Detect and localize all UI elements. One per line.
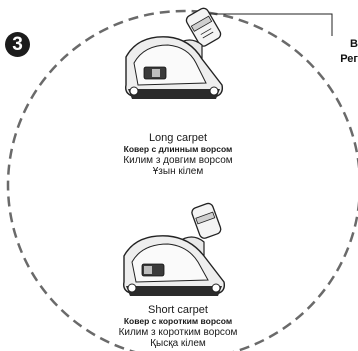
long-carpet-ru: Ковер с длинным ворсом [123,144,233,154]
short-carpet-en: Short carpet [148,304,208,316]
callout-label-line-2: Рег [340,53,358,65]
long-carpet-kz: Ұзын кілем [152,166,204,177]
short-carpet-ua: Килим з коротким ворсом [118,327,238,338]
short-carpet-ru: Ковер с коротким ворсом [123,316,233,326]
step-number-badge: 3 [5,32,30,57]
short-carpet-kz: Қысқа кілем [150,338,206,349]
vacuum-brush-icon [123,202,226,296]
long-carpet-en: Long carpet [148,132,208,144]
long-carpet-caption: Long carpet Ковер с длинным ворсом Килим… [95,132,261,178]
callout-label-line-1: В [350,38,358,50]
short-carpet-caption: Short carpet Ковер с коротким ворсом Кил… [95,304,261,350]
long-carpet-ua: Килим з довгим ворсом [123,155,233,166]
vacuum-brush-icon [125,7,224,99]
